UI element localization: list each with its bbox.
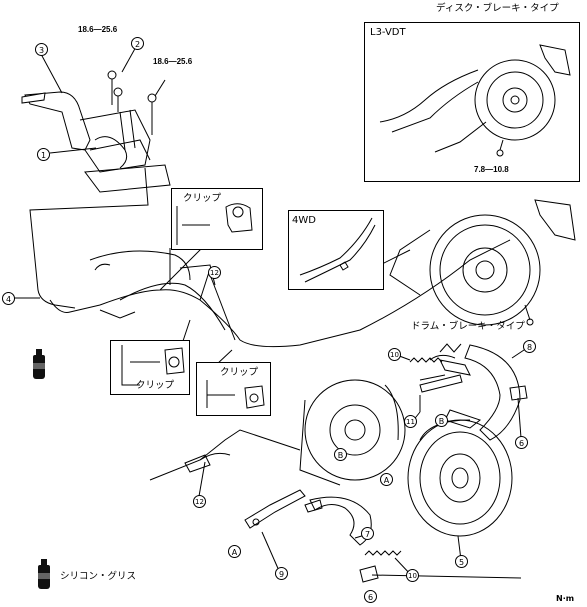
drum-brake-type-heading: ドラム・ブレーキ・タイプ [411,321,525,332]
backing-plate-drawing [299,379,406,486]
callout-6-lower: 6 [364,590,377,603]
marker-a-drum: A [380,473,393,486]
marker-a-lever: A [228,545,241,558]
silicone-grease-icon-legend [37,559,51,589]
callout-10-upper: 10 [388,348,401,361]
clip-label-top: クリップ [183,193,222,204]
silicone-grease-label: シリコン・グリス [60,571,137,582]
callout-10-lower: 10 [406,569,419,582]
4wd-label: 4WD [292,215,316,226]
rear-drum-brake-drawing [407,419,513,537]
l3-vdt-label: L3-VDT [370,27,406,38]
torque-spec-3: 7.8—10.8 [474,165,509,174]
callout-1: 1 [37,148,50,161]
marker-b-shoe: B [435,414,448,427]
callout-3: 3 [35,43,48,56]
units-label: N·m [556,594,575,603]
callout-8: 8 [523,340,536,353]
silicone-grease-icon-cable [32,349,46,379]
marker-b-backing: B [334,448,347,461]
callout-5: 5 [455,555,468,568]
callout-12-upper: 12 [208,266,221,279]
callout-11: 11 [404,415,417,428]
clip-label-mid-left: クリップ [136,380,175,391]
clip-label-mid-right: クリップ [220,367,259,378]
callout-4: 4 [2,292,15,305]
callout-12-lower: 12 [193,495,206,508]
l3-vdt-inset [364,22,580,182]
parking-brake-lever-drawing [21,70,171,193]
callout-6-right: 6 [515,436,528,449]
disc-brake-type-heading: ディスク・ブレーキ・タイプ [436,3,559,14]
callout-7: 7 [361,527,374,540]
rear-disc-brake-drawing [349,199,576,326]
torque-spec-2: 18.6—25.6 [153,57,193,66]
torque-spec-1: 18.6—25.6 [78,25,118,34]
callout-9: 9 [275,567,288,580]
callout-2: 2 [131,37,144,50]
